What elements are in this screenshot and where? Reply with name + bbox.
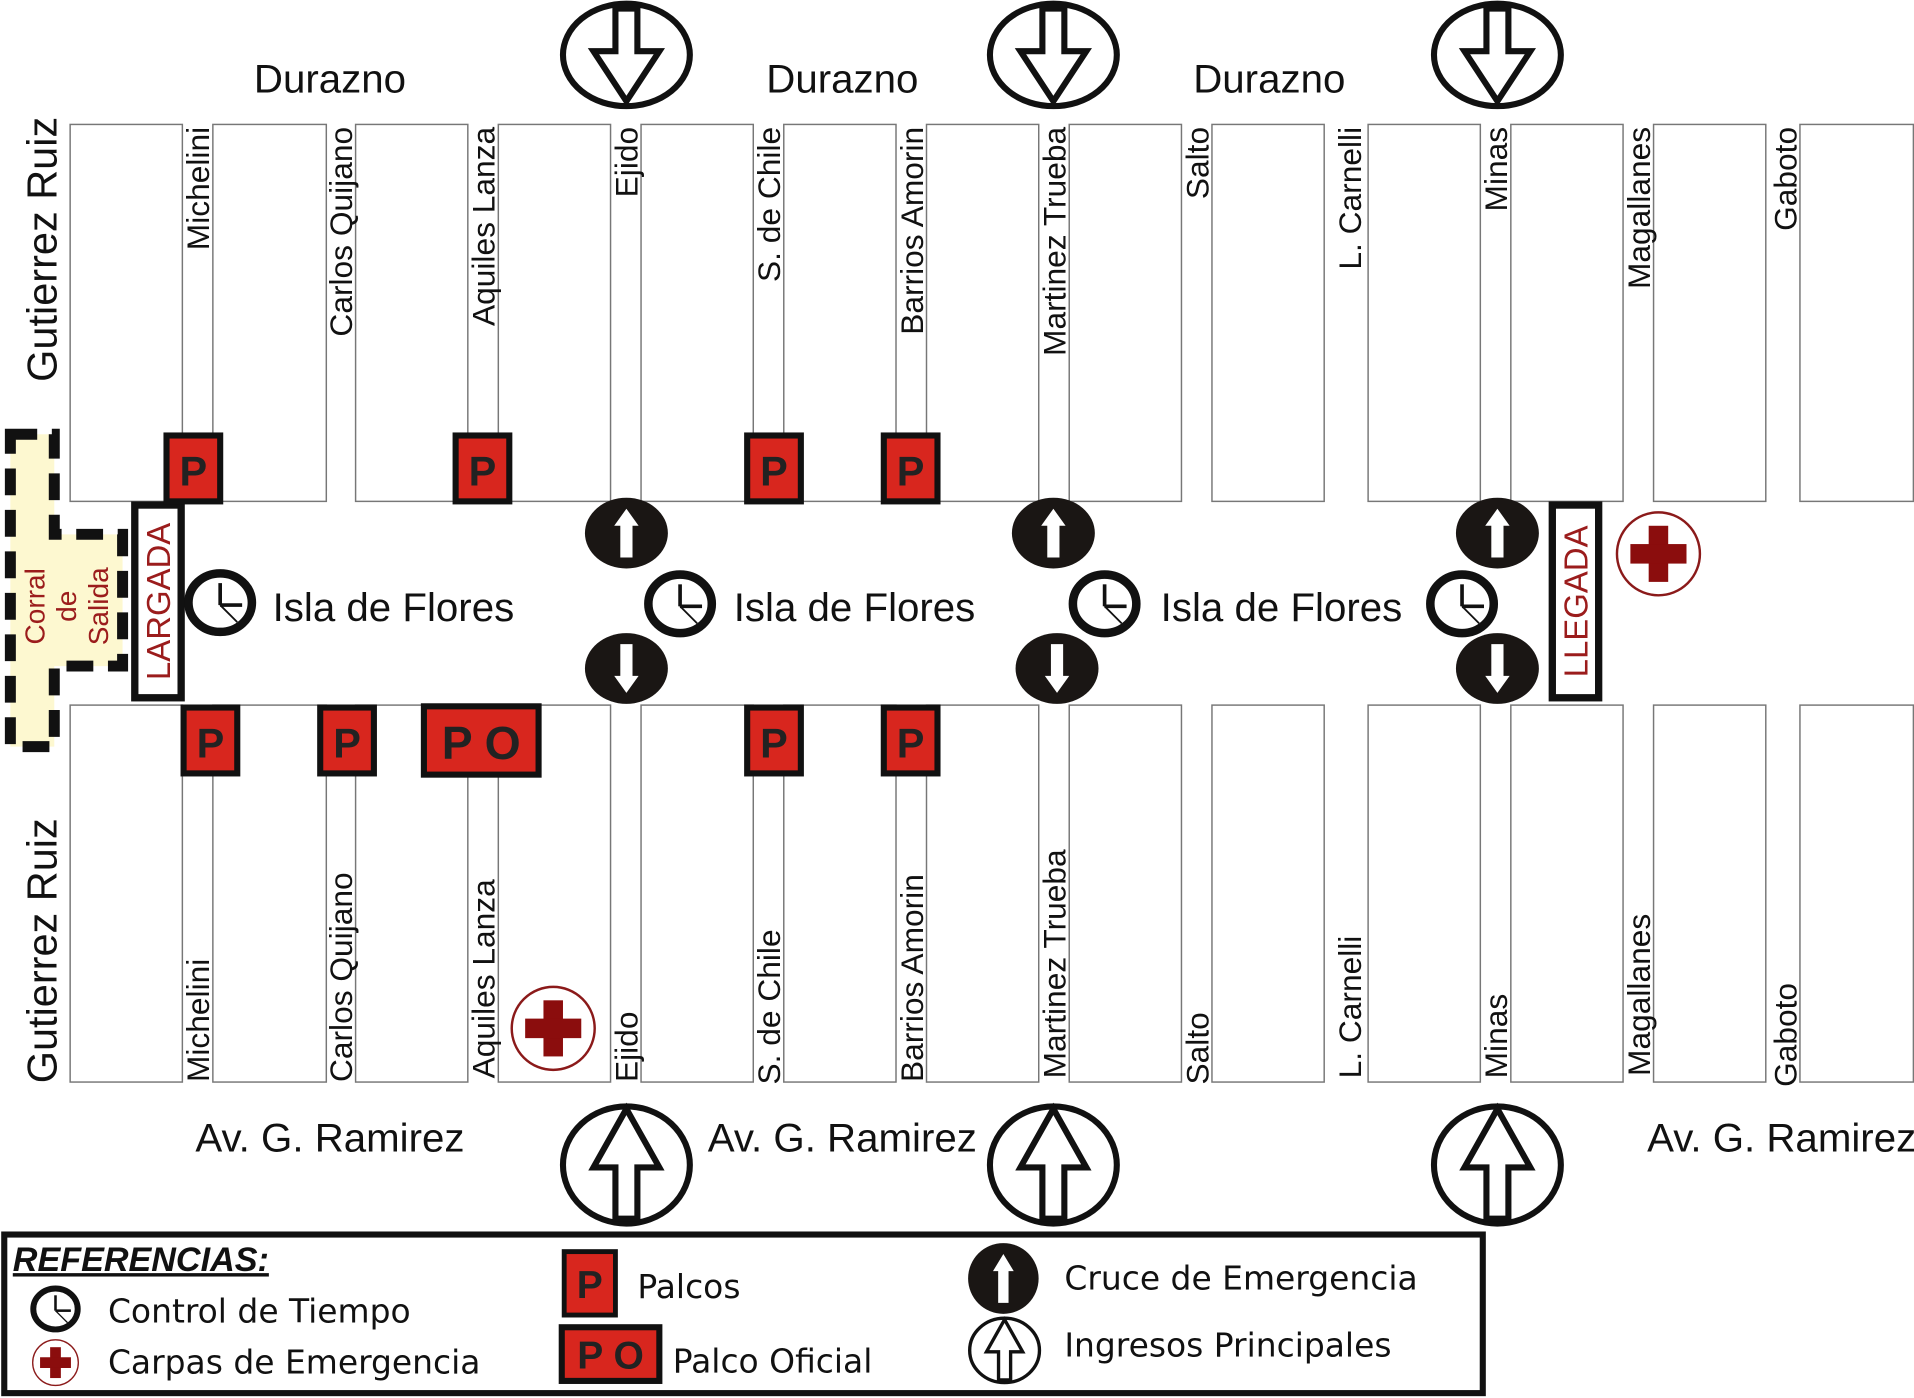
palco-oficial-icon: P O [558, 1324, 663, 1384]
street-label: Martinez Trueba [1037, 127, 1073, 356]
svg-text:P: P [333, 720, 361, 767]
street-label-durazno: Durazno [1193, 57, 1345, 102]
street-label: Ejido [608, 1012, 644, 1083]
street-label: Martinez Trueba [1037, 849, 1073, 1078]
street-label: Gaboto [1767, 127, 1803, 231]
svg-text:P: P [897, 720, 925, 767]
emergency-crossing-icon [584, 497, 668, 569]
svg-text:P: P [180, 448, 208, 495]
street-label: Carlos Quijano [323, 127, 359, 337]
legend-title: REFERENCIAS: [13, 1241, 269, 1279]
svg-text:P: P [897, 448, 925, 495]
svg-text:P: P [577, 1264, 603, 1307]
street-label-durazno: Durazno [766, 57, 918, 102]
street-label: Aquiles Lanza [466, 879, 502, 1079]
emergency-crossing-icon [1015, 633, 1099, 704]
street-label-av-g-ramirez: Av. G. Ramirez [708, 1116, 977, 1161]
corral-de-salida: Corral de Salida [4, 428, 129, 753]
palco-icon: P [561, 1249, 618, 1318]
cross-street-labels-top: Michelini Carlos Quijano Aquiles Lanza E… [180, 127, 1803, 356]
street-label-gutierrez-ruiz: Gutierrez Ruiz [19, 117, 66, 382]
legend-label: Palcos [637, 1267, 740, 1306]
svg-text:P: P [760, 720, 788, 767]
street-label: Salto [1179, 1012, 1215, 1084]
street-label: Carlos Quijano [323, 872, 359, 1082]
palco-icon: P [880, 704, 941, 777]
street-label: Magallanes [1621, 914, 1657, 1076]
street-label: Michelini [180, 127, 216, 250]
start-label: LARGADA [140, 523, 177, 680]
street-label: Magallanes [1621, 127, 1657, 289]
main-entrance-icon [1434, 1106, 1561, 1223]
street-label-av-g-ramirez: Av. G. Ramirez [195, 1116, 464, 1161]
street-label: Minas [1478, 994, 1514, 1079]
main-entrance-icon [1434, 4, 1561, 106]
finish-label: LLEGADA [1558, 525, 1595, 677]
palco-icon: P [180, 704, 241, 777]
street-label-gutierrez-ruiz: Gutierrez Ruiz [19, 818, 66, 1083]
palco-icon: P [452, 432, 513, 505]
street-label-isla-de-flores: Isla de Flores [1161, 585, 1403, 630]
svg-text:P: P [760, 448, 788, 495]
main-entrance-icon [968, 1316, 1042, 1385]
svg-text:P: P [469, 448, 497, 495]
street-label: Salto [1179, 127, 1215, 199]
clock-icon [33, 1288, 77, 1329]
clock-icon [1430, 575, 1493, 634]
red-cross-icon [1615, 511, 1702, 597]
main-entrance-icon [990, 4, 1117, 106]
palco-icon: P [317, 704, 377, 777]
legend: REFERENCIAS: Control de Tiempo Carpas de… [1, 1231, 1486, 1397]
legend-label: Control de Tiempo [108, 1291, 411, 1330]
corral-label: Salida [83, 567, 114, 645]
legend-label: Ingresos Principales [1064, 1326, 1391, 1365]
street-label-isla-de-flores: Isla de Flores [273, 585, 515, 630]
legend-label: Cruce de Emergencia [1064, 1258, 1417, 1297]
emergency-crossing-icon [1455, 633, 1539, 704]
main-entrance-icon [563, 4, 690, 106]
street-label: Barrios Amorin [894, 874, 930, 1082]
palco-icon: P [744, 704, 804, 777]
red-cross-icon [32, 1339, 79, 1387]
palco-icon: P [163, 432, 224, 505]
svg-text:P: P [197, 720, 225, 767]
palco-icon: P [880, 432, 941, 505]
street-label: Minas [1478, 127, 1514, 212]
top-blocks [69, 123, 1914, 503]
street-label: Aquiles Lanza [466, 127, 502, 327]
cross-street-labels-bottom: Michelini Carlos Quijano Aquiles Lanza E… [180, 849, 1803, 1087]
street-label: Ejido [608, 127, 644, 198]
street-label: Michelini [180, 959, 216, 1082]
svg-text:P O: P O [577, 1335, 644, 1378]
emergency-crossing-icon [584, 633, 668, 704]
main-entrance-icon [563, 1106, 690, 1223]
street-label: L. Carnelli [1332, 936, 1368, 1079]
street-label: L. Carnelli [1332, 127, 1368, 270]
palco-icon: P [744, 432, 804, 505]
legend-label: Palco Oficial [673, 1341, 873, 1380]
palcos: P P P P P P P O P P [163, 432, 941, 778]
emergency-crossing-icon [1455, 497, 1539, 569]
street-label: Barrios Amorin [894, 127, 930, 335]
clock-icon [648, 575, 711, 634]
emergency-crossing-icon [968, 1243, 1039, 1314]
start-line: LARGADA [131, 501, 185, 702]
street-label: Gaboto [1767, 983, 1803, 1087]
main-entrance-icon [990, 1106, 1117, 1223]
street-label: S. de Chile [751, 929, 787, 1084]
red-cross-icon [510, 985, 596, 1072]
corral-label: Corral [20, 568, 51, 644]
finish-line: LLEGADA [1548, 501, 1603, 702]
street-label-durazno: Durazno [254, 57, 406, 102]
emergency-crossing-icon [1011, 497, 1095, 569]
corral-label: de [51, 591, 82, 622]
street-label-av-g-ramirez: Av. G. Ramirez [1647, 1116, 1914, 1161]
clock-icon [188, 573, 251, 632]
svg-text:P O: P O [442, 717, 521, 769]
street-label: S. de Chile [751, 127, 787, 282]
palco-oficial-icon: P O [420, 703, 542, 778]
street-label-isla-de-flores: Isla de Flores [734, 585, 976, 630]
clock-icon [1073, 575, 1136, 634]
legend-label: Carpas de Emergencia [108, 1343, 481, 1382]
